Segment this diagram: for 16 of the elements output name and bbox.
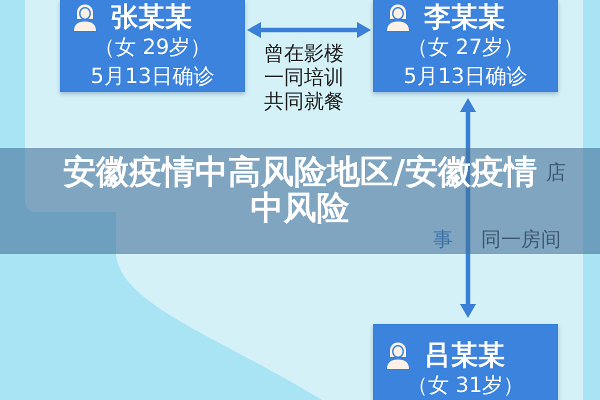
person-name: 李某某 (424, 2, 505, 33)
note-text: 事 (433, 227, 453, 251)
note-text: 店 (546, 160, 566, 184)
person-card (373, 324, 558, 400)
title: 安徽疫情中高风险地区/安徽疫情中风险 (62, 154, 538, 226)
note-text: 同一房间 (481, 227, 561, 251)
info-text: （女 27岁） (406, 34, 524, 61)
info-text: 5月13日确诊 (90, 63, 215, 90)
info-text: 5月13日确诊 (403, 63, 528, 90)
double-arrow (460, 98, 476, 318)
person-card (373, 0, 558, 92)
person-name: 张某某 (111, 2, 192, 33)
info-text: （女 29岁） (94, 34, 212, 61)
info-text: （女 31岁） (406, 372, 524, 399)
person-card (60, 0, 245, 92)
person-name: 吕某某 (424, 340, 505, 371)
